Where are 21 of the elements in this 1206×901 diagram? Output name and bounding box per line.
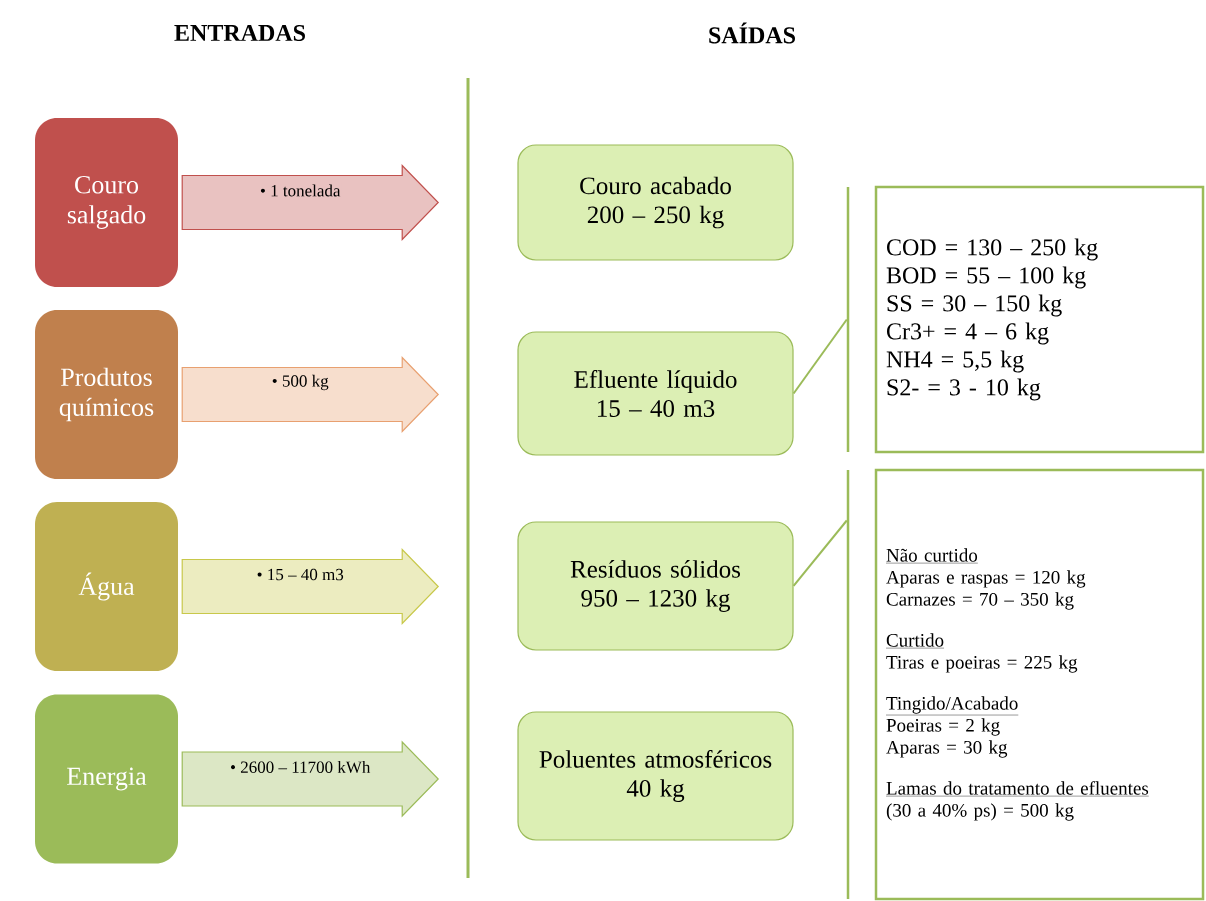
input-box: Produtos químicos: [35, 310, 178, 479]
heading: ENTRADAS: [174, 24, 305, 42]
edge-label: • 2600 – 11700 kWh: [231, 760, 371, 773]
input-box: Água: [35, 502, 178, 671]
block-arrow: [181, 356, 440, 433]
detail-box: Não curtido Aparas e raspas = 120 kg Carnazes = 70 – 350 kg Curtido Tiras e poeiras = 225 kg Tingido/Acabado Poeiras = 2 kg Aparas = 30 kg Lamas do tratamento de efluentes (30 a 40% ps) = 500 kg: [874, 468, 1205, 901]
block-arrow: [181, 164, 440, 241]
connector-line: [792, 318, 848, 395]
output-box: Efluente líquido 15 – 40 m3: [517, 331, 794, 456]
output-box: Poluentes atmosféricos 40 kg: [517, 711, 794, 841]
block-arrow: [181, 548, 440, 625]
detail-box: COD = 130 – 250 kg BOD = 55 – 100 kg SS = 30 – 150 kg Cr3+ = 4 – 6 kg NH4 = 5,5 kg S2- = 3 - 10 kg: [874, 185, 1205, 454]
input-box: Energia: [35, 694, 178, 864]
edge-label: • 500 kg: [272, 374, 329, 391]
output-box: Resíduos sólidos 950 – 1230 kg: [517, 521, 794, 651]
output-box: Couro acabado 200 – 250 kg: [517, 144, 794, 261]
heading: SAÍDAS: [709, 22, 795, 44]
edge-label: • 15 – 40 m3: [257, 568, 344, 581]
connector-line: [792, 519, 848, 587]
input-box: Couro salgado: [35, 118, 178, 287]
edge-label: • 1 tonelada: [260, 184, 341, 197]
